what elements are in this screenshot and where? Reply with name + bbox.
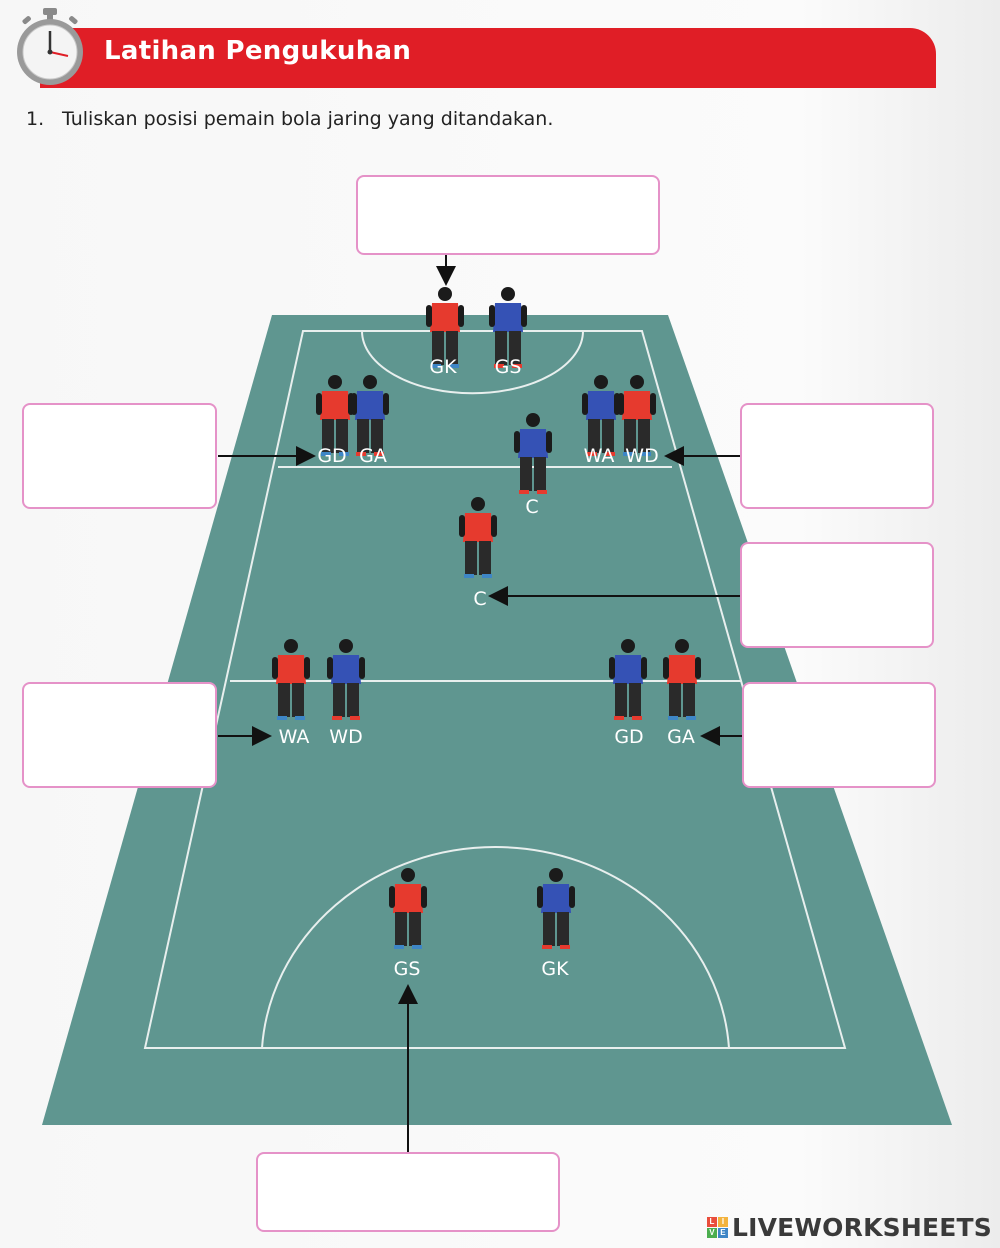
- answer-input-left-upper[interactable]: [22, 403, 217, 509]
- page-title: Latihan Pengukuhan: [104, 36, 412, 66]
- answer-input-right-upper[interactable]: [740, 403, 934, 509]
- label-upper-wa: WA: [583, 445, 615, 467]
- liveworksheets-brand: LIVEWORKSHEETS: [731, 1212, 992, 1242]
- label-bottom-gs: GS: [393, 958, 421, 980]
- answer-input-left-lower[interactable]: [22, 682, 217, 788]
- question-prompt: Tuliskan posisi pemain bola jaring yang …: [62, 108, 554, 130]
- liveworksheets-logo-icon: L I V E: [706, 1216, 728, 1238]
- question-number: 1.: [26, 108, 45, 130]
- label-top-gk: GK: [429, 356, 457, 378]
- logo-letter-e: E: [717, 1227, 728, 1238]
- label-upper-ga: GA: [359, 445, 387, 467]
- label-upper-wd: WD: [625, 445, 659, 467]
- header-banner: [40, 28, 936, 88]
- answer-input-top[interactable]: [356, 175, 660, 255]
- question-text: 1. Tuliskan posisi pemain bola jaring yan…: [26, 108, 553, 130]
- logo-letter-i: I: [717, 1216, 728, 1227]
- logo-letter-v: V: [706, 1227, 717, 1238]
- answer-input-bottom[interactable]: [256, 1152, 560, 1232]
- label-lower-wa: WA: [278, 726, 310, 748]
- court-lines: [143, 330, 847, 1049]
- court-surface: [42, 315, 952, 1125]
- label-center-upper: C: [525, 496, 539, 518]
- label-top-gs: GS: [494, 356, 522, 378]
- answer-input-right-lower[interactable]: [742, 682, 936, 788]
- label-lower-ga: GA: [667, 726, 695, 748]
- label-center-lower: C: [473, 588, 487, 610]
- answer-input-right-middle[interactable]: [740, 542, 934, 648]
- logo-letter-l: L: [706, 1216, 717, 1227]
- label-bottom-gk: GK: [541, 958, 569, 980]
- liveworksheets-logo: L I V E LIVEWORKSHEETS: [706, 1212, 992, 1242]
- label-lower-gd: GD: [614, 726, 644, 748]
- label-lower-wd: WD: [329, 726, 363, 748]
- stopwatch-icon: [17, 8, 83, 85]
- label-upper-gd: GD: [317, 445, 347, 467]
